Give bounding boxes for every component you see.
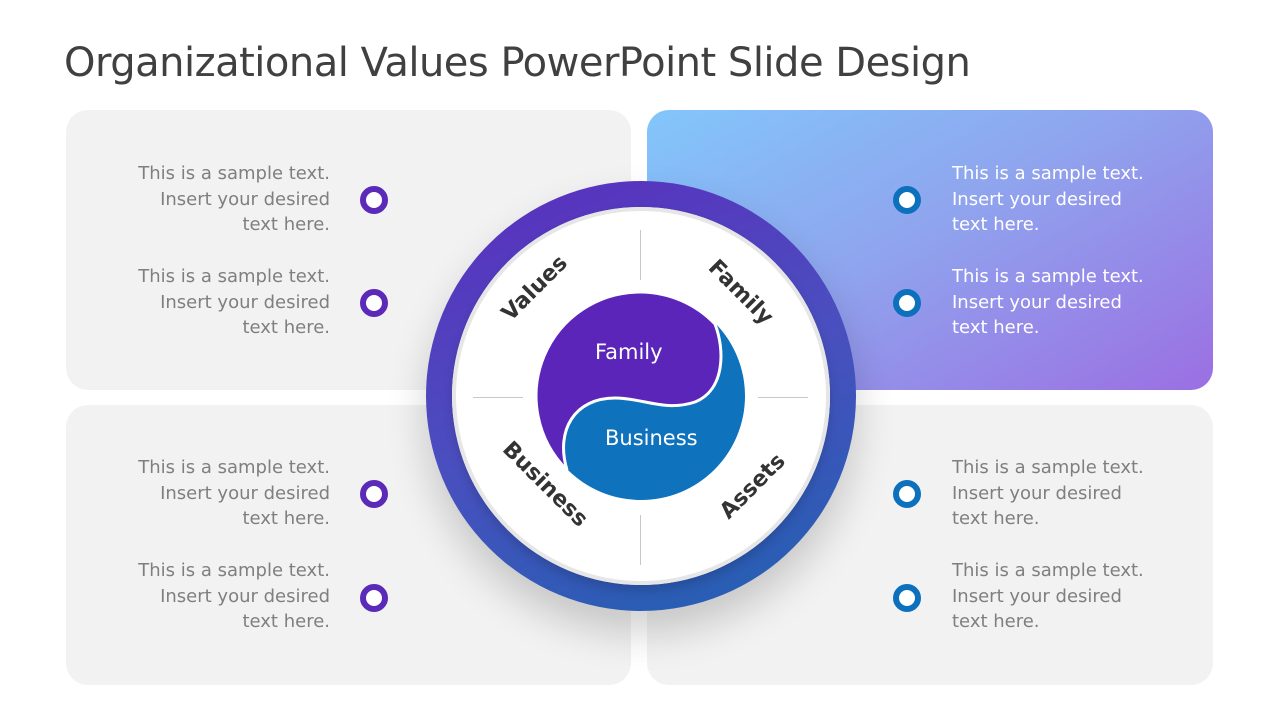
divider-bottom bbox=[640, 515, 641, 565]
text-line: text here. bbox=[242, 611, 330, 632]
text-line: Insert your desired bbox=[952, 188, 1122, 210]
text-line: This is a sample text. bbox=[952, 457, 1144, 478]
text-line: text here. bbox=[952, 317, 1040, 338]
text-item: This is a sample text. Insert your desir… bbox=[60, 264, 330, 341]
text-line: text here. bbox=[952, 611, 1040, 632]
divider-top bbox=[640, 230, 641, 280]
text-item: This is a sample text. Insert your desir… bbox=[952, 455, 1182, 532]
bullet-dot-icon bbox=[893, 584, 921, 612]
bullet-dot-icon bbox=[893, 186, 921, 214]
text-item: This is a sample text. Insert your desir… bbox=[952, 161, 1182, 238]
text-line: Insert your desired bbox=[952, 585, 1122, 607]
text-item: This is a sample text. Insert your desir… bbox=[60, 161, 330, 238]
text-item: This is a sample text. Insert your desir… bbox=[60, 558, 330, 635]
text-line: This is a sample text. bbox=[138, 266, 330, 287]
text-line: This is a sample text. bbox=[138, 457, 330, 478]
bullet-dot-icon bbox=[893, 480, 921, 508]
bullet-dot-icon bbox=[893, 289, 921, 317]
text-line: Insert your desired bbox=[160, 188, 330, 210]
text-line: text here. bbox=[952, 508, 1040, 529]
text-line: This is a sample text. bbox=[952, 560, 1144, 581]
text-line: Insert your desired bbox=[160, 291, 330, 313]
center-label-business: Business bbox=[605, 426, 698, 450]
bullet-dot-icon bbox=[360, 186, 388, 214]
text-line: This is a sample text. bbox=[952, 163, 1144, 184]
text-item: This is a sample text. Insert your desir… bbox=[60, 455, 330, 532]
text-line: Insert your desired bbox=[952, 482, 1122, 504]
text-line: Insert your desired bbox=[160, 482, 330, 504]
text-line: This is a sample text. bbox=[952, 266, 1144, 287]
divider-left bbox=[473, 397, 523, 398]
divider-right bbox=[758, 397, 808, 398]
bullet-dot-icon bbox=[360, 584, 388, 612]
text-line: text here. bbox=[952, 214, 1040, 235]
text-line: text here. bbox=[242, 508, 330, 529]
text-line: text here. bbox=[242, 317, 330, 338]
bullet-dot-icon bbox=[360, 289, 388, 317]
text-line: This is a sample text. bbox=[138, 560, 330, 581]
text-item: This is a sample text. Insert your desir… bbox=[952, 558, 1182, 635]
text-line: Insert your desired bbox=[160, 585, 330, 607]
slide-title: Organizational Values PowerPoint Slide D… bbox=[64, 40, 971, 86]
text-line: text here. bbox=[242, 214, 330, 235]
text-item: This is a sample text. Insert your desir… bbox=[952, 264, 1182, 341]
yin-yang-icon bbox=[535, 290, 745, 500]
text-line: Insert your desired bbox=[952, 291, 1122, 313]
text-line: This is a sample text. bbox=[138, 163, 330, 184]
center-label-family: Family bbox=[595, 340, 663, 364]
bullet-dot-icon bbox=[360, 480, 388, 508]
